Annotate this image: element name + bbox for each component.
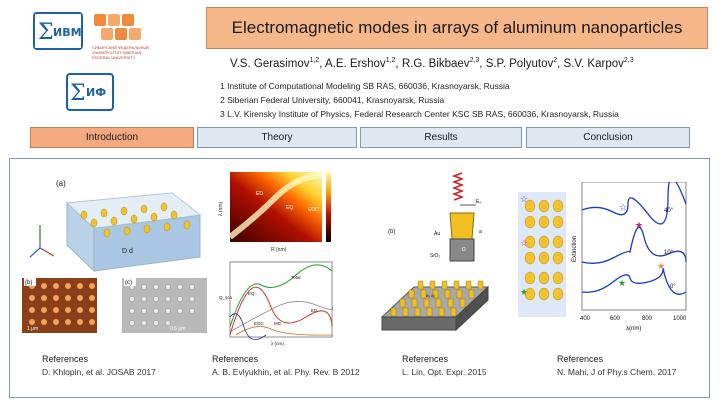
author-list: V.S. Gerasimov1,2, A.E. Ershov1,2, R.G. …: [230, 57, 634, 70]
author: V.S. Gerasimov1,2: [230, 57, 320, 70]
svg-text:★: ★: [635, 220, 643, 230]
ext-xtick-800: 800: [642, 316, 653, 322]
figure-extinction-spectra: ☆ ☆ ★ ☆ ★ ★ ★ 40° 10° 0° Extinction 400 …: [518, 182, 703, 334]
fig1-label-a: (a): [56, 179, 66, 188]
curve-label-0: 0°: [670, 284, 676, 290]
affiliation: 1 Institute of Computational Modeling SB…: [220, 81, 510, 91]
ext-xtick-600: 600: [610, 316, 621, 322]
ext-xtick-400: 400: [580, 316, 591, 322]
fig3-label-b: (b): [388, 229, 395, 235]
tab-conclusion[interactable]: Conclusion: [526, 127, 690, 148]
if-logo-text: ИФ: [86, 86, 106, 99]
ext-xlabel: λ(nm): [626, 326, 641, 332]
line-label-ed: ED: [311, 308, 318, 313]
heat-label-eq: EQ: [286, 205, 293, 211]
fig1-axis-d: D d: [122, 248, 133, 255]
author: A.E. Ershov1,2: [324, 57, 396, 70]
fig3-d: D: [462, 247, 466, 253]
reference-heading: References: [557, 354, 604, 364]
affiliation: 2 Siberian Federal University, 660041, K…: [220, 95, 445, 105]
ext-ylabel: Extinction: [572, 236, 578, 262]
heat-label-eoc: EOC: [308, 207, 319, 213]
reference-text: N. Mahi, J of Phy.s Chem. 2017: [557, 367, 677, 377]
tab-introduction[interactable]: Introduction: [30, 127, 194, 148]
ivm-logo: Σ ИВМ: [33, 12, 83, 50]
svg-text:Σ: Σ: [70, 81, 86, 106]
if-logo: Σ ИФ: [66, 73, 114, 111]
ivm-logo-text: ИВМ: [53, 26, 81, 39]
fig3-lattice: a₁ a₂: [426, 293, 436, 298]
figure-pillar-array: E₀ (b) Au SiO₂ D a a₁ a₂: [376, 167, 496, 337]
reference-heading: References: [212, 354, 259, 364]
fig1-label-b: (b): [25, 280, 32, 286]
author: S.P. Polyutov2: [485, 57, 558, 70]
fig1-scale-c: 0.5 μm: [170, 326, 185, 332]
reference-heading: References: [402, 354, 449, 364]
svg-text:☆: ☆: [520, 194, 528, 204]
svg-text:★: ★: [657, 261, 665, 271]
line-label-eq: EQ: [248, 291, 255, 296]
author: R.G. Bikbaev2,3: [401, 57, 480, 70]
sfu-caption: СИБИРСКИЙ ФЕДЕРАЛЬНЫЙ УНИВЕРСИТЕТ SIBERI…: [92, 45, 149, 60]
reference-text: A. B. Evlyukhin, et al. Phy. Rev. B 2012: [212, 367, 360, 377]
ext-xtick-1000: 1000: [673, 316, 687, 322]
fig3-e0: E₀: [476, 199, 481, 205]
line-label-eoc: EOC: [254, 321, 265, 326]
fig3-sio2: SiO₂: [430, 253, 440, 259]
title-banner: Electromagnetic modes in arrays of alumi…: [206, 7, 708, 49]
svg-text:☆: ☆: [619, 202, 627, 212]
reference-text: D. Khlopin, et al. JOSAB 2017: [42, 367, 156, 377]
fig3-au: Au: [434, 231, 440, 237]
fig3-h: a: [479, 229, 482, 235]
affiliation: 3 L.V. Kirensky Institute of Physics, Fe…: [220, 109, 619, 119]
line-label-total: Total: [291, 275, 301, 280]
reference-heading: References: [42, 354, 89, 364]
line-ylabel: Q_sca: [219, 295, 233, 300]
line-xlabel: λ (nm): [271, 341, 284, 346]
page-title: Electromagnetic modes in arrays of alumi…: [231, 18, 683, 37]
heat-ylabel: λ (nm): [218, 202, 224, 217]
heat-xlabel: R (nm): [271, 247, 287, 253]
heat-label-ed: ED: [256, 191, 263, 197]
author: S.V. Karpov2,3: [563, 57, 634, 70]
svg-text:★: ★: [618, 278, 626, 288]
sfu-logo: [92, 12, 152, 62]
fig1-label-c: (c): [125, 280, 132, 286]
figure-heatmap-modes: ED EQ EOC R (nm) λ (nm) Total EQ ED EOC …: [218, 172, 334, 346]
tab-theory[interactable]: Theory: [197, 127, 357, 148]
tab-results[interactable]: Results: [360, 127, 522, 148]
fig1-scale-b: 1 μm: [27, 326, 38, 332]
svg-text:Σ: Σ: [38, 20, 54, 45]
line-label-md: MD: [274, 321, 282, 326]
curve-label-40: 40°: [664, 208, 674, 214]
svg-text:☆: ☆: [520, 238, 528, 248]
curve-label-10: 10°: [664, 250, 674, 256]
reference-text: L. Lin, Opt. Expr. 2015: [402, 367, 487, 377]
figure-array-schematic: (a) D d (b) 1 μm (c) 0.5 μm: [22, 173, 207, 333]
svg-text:★: ★: [520, 287, 528, 297]
